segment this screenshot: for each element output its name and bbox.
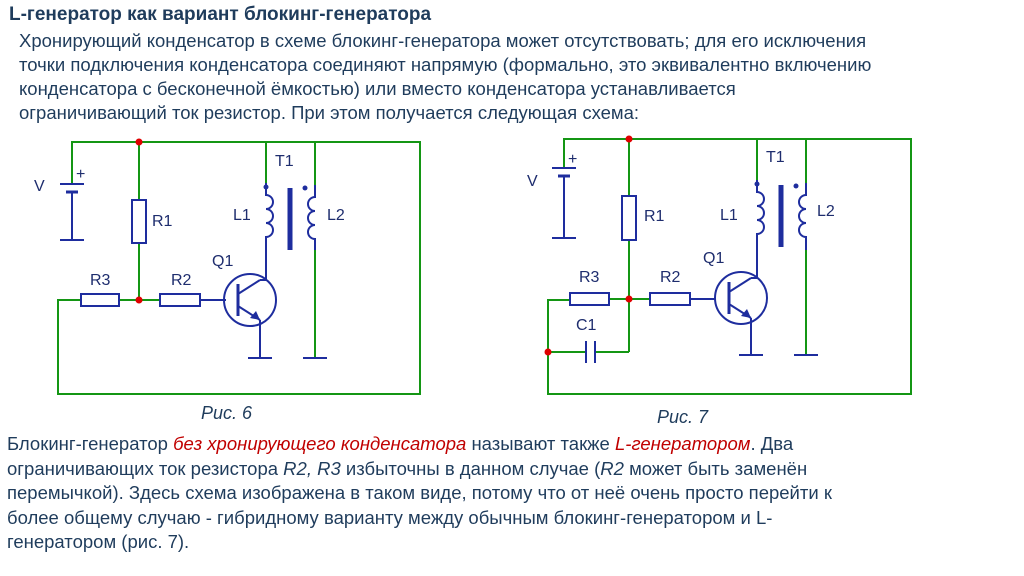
body-line: Блокинг-генератор без хронирующего конде… [7,432,1019,457]
intro-paragraph: Хронирующий конденсатор в схеме блокинг-… [19,29,1019,125]
fig6-junction-top [135,138,143,146]
fig6-q1-collector [237,279,261,295]
fig6-r2-resistor [159,293,201,307]
body-line: перемычкой). Здесь схема изображена в та… [7,482,832,503]
figure-7-caption: Рис. 7 [657,407,709,427]
body-paragraph: Блокинг-генератор без хронирующего конде… [7,432,1019,555]
fig6-label-l2: L2 [327,207,345,224]
figure-7-circuit: V + R1 R3 R2 C1 Q1 L1 L2 T1 [527,135,912,395]
fig6-l2-coil [307,185,316,250]
fig7-label-v: V [527,173,538,190]
italic-text: R2 [600,457,624,479]
fig7-l2-coil [798,183,807,250]
fig7-label-q1: Q1 [703,250,724,267]
body-text: может быть заменён [623,457,808,479]
fig7-l2-polarity-dot [793,183,799,189]
fig6-label-plus: + [76,166,85,183]
fig7-junction-top [625,135,633,143]
fig7-junction-base [625,295,633,303]
fig6-label-r2: R2 [171,272,192,289]
intro-line: Хронирующий конденсатор в схеме блокинг-… [19,30,867,51]
body-text: Блокинг-генератор [7,433,174,454]
highlight-text: без хронирующего конденсатора [173,433,467,454]
figure-6-circuit: V + R1 R3 R2 Q1 L1 L2 T1 [34,138,421,395]
fig6-r3-resistor [80,293,120,307]
fig7-l1-coil [756,180,765,247]
fig7-label-r1: R1 [644,208,665,225]
fig7-label-r2: R2 [660,269,681,286]
fig6-label-t1: T1 [275,153,294,170]
fig6-l2-polarity-dot [302,185,308,191]
intro-line: конденсатора с бесконечной ёмкостью) или… [19,78,736,99]
fig6-l1-polarity-dot [263,184,269,190]
fig7-q1-transistor-body [714,271,768,325]
fig7-label-t1: T1 [766,149,785,166]
intro-line: точки подключения конденсатора соединяют… [19,54,872,75]
fig6-l1-coil [265,183,274,250]
body-line: более общему случаю - гибридному вариант… [7,506,773,528]
highlight-text: L-генератором [615,433,751,454]
fig6-label-r1: R1 [152,213,173,230]
body-text: называют также [466,433,615,454]
fig7-label-l2: L2 [817,203,835,220]
fig7-r2-resistor [649,292,691,306]
fig7-r1-resistor [621,195,637,241]
body-text: ограничивающих ток резистора [7,457,284,479]
slide-title: L-генератор как вариант блокинг-генерато… [9,4,432,25]
fig6-label-r3: R3 [90,272,111,289]
fig6-r1-resistor [131,199,147,244]
intro-line: ограничивающий ток резистор. При этом по… [19,102,640,123]
body-text: . Два [750,433,794,454]
fig7-emitter-arrow [741,309,751,318]
fig7-label-r3: R3 [579,269,600,286]
fig7-label-l1: L1 [720,207,738,224]
fig7-q1-collector [728,277,752,293]
fig7-junction-c1 [544,348,552,356]
fig7-l1-polarity-dot [754,181,760,187]
figure-6-caption: Рис. 6 [201,403,253,423]
fig6-label-l1: L1 [233,207,251,224]
fig7-label-plus: + [568,151,577,168]
fig7-r3-resistor [569,292,610,306]
fig6-q1-transistor-body [223,273,277,327]
fig6-junction-base [135,296,143,304]
body-line: ограничивающих ток резистора R2, R3 избы… [7,457,1019,482]
body-text: избыточны в данном случае ( [340,457,601,479]
fig6-main-loop-wire [57,141,421,395]
fig7-label-c1: C1 [576,317,597,334]
body-line: генератором (рис. 7). [7,531,190,552]
fig7-main-loop-wire [547,138,912,395]
italic-text: R2, R3 [283,457,341,479]
fig6-label-v: V [34,178,45,195]
fig6-emitter-arrow [250,311,260,320]
fig6-label-q1: Q1 [212,253,233,270]
